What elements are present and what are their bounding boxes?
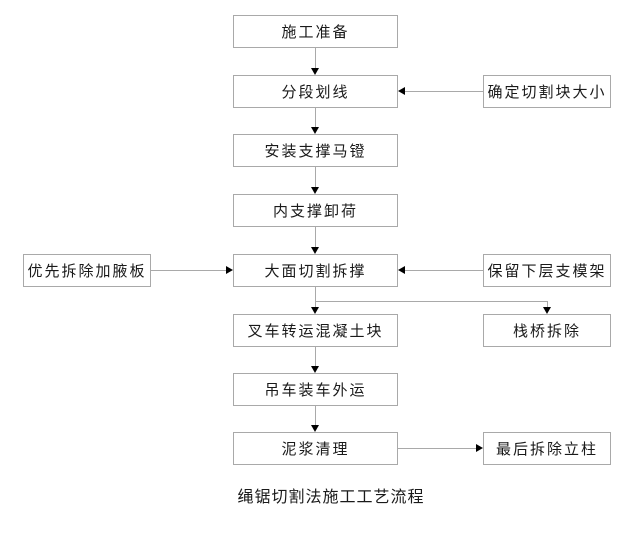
flow-node-remove-columns-last: 最后拆除立柱: [483, 432, 611, 465]
arrowhead-down-icon: [311, 425, 319, 432]
arrowhead-right-icon: [476, 444, 483, 452]
flow-node-main-cut-remove-support: 大面切割拆撑: [233, 254, 398, 287]
edge-unload-to-maincut-line: [315, 227, 316, 247]
edge-maincut-to-forklift-line: [315, 287, 316, 307]
flow-node-slurry-cleanup: 泥浆清理: [233, 432, 398, 465]
diagram-caption: 绳锯切割法施工工艺流程: [237, 489, 425, 506]
arrowhead-down-icon: [311, 68, 319, 75]
arrowhead-down-icon: [311, 247, 319, 254]
edge-haunch-to-maincut-line: [151, 270, 226, 271]
arrowhead-down-icon: [311, 127, 319, 134]
flow-node-keep-lower-formwork: 保留下层支模架: [483, 254, 611, 287]
edge-saddle-to-unload-line: [315, 167, 316, 187]
flow-node-install-support-saddle: 安装支撑马镫: [233, 134, 398, 167]
arrowhead-down-icon: [543, 307, 551, 314]
flow-node-segment-marking: 分段划线: [233, 75, 398, 108]
flow-node-forklift-transfer-blocks: 叉车转运混凝土块: [233, 314, 398, 347]
arrowhead-left-icon: [398, 87, 405, 95]
flow-node-trestle-removal: 栈桥拆除: [483, 314, 611, 347]
flow-node-inner-support-unload: 内支撑卸荷: [233, 194, 398, 227]
arrowhead-down-icon: [311, 307, 319, 314]
flow-node-determine-block-size: 确定切割块大小: [483, 75, 611, 108]
edge-crane-to-slurry-line: [315, 406, 316, 425]
edge-forklift-to-crane-line: [315, 347, 316, 366]
edge-maincut-to-trestle-hline: [315, 301, 547, 302]
flow-node-remove-haunch-first: 优先拆除加腋板: [23, 254, 151, 287]
edge-marking-to-saddle-line: [315, 108, 316, 127]
edge-slurry-to-columns-line: [398, 448, 476, 449]
edge-prep-to-marking-line: [315, 48, 316, 68]
flow-node-crane-load-transport: 吊车装车外运: [233, 373, 398, 406]
edge-blocksize-to-marking-line: [405, 91, 483, 92]
arrowhead-right-icon: [226, 266, 233, 274]
arrowhead-down-icon: [311, 366, 319, 373]
flow-node-construction-prep: 施工准备: [233, 15, 398, 48]
arrowhead-down-icon: [311, 187, 319, 194]
edge-formwork-to-maincut-line: [405, 270, 483, 271]
arrowhead-left-icon: [398, 266, 405, 274]
edge-maincut-to-trestle-vline: [547, 301, 548, 307]
